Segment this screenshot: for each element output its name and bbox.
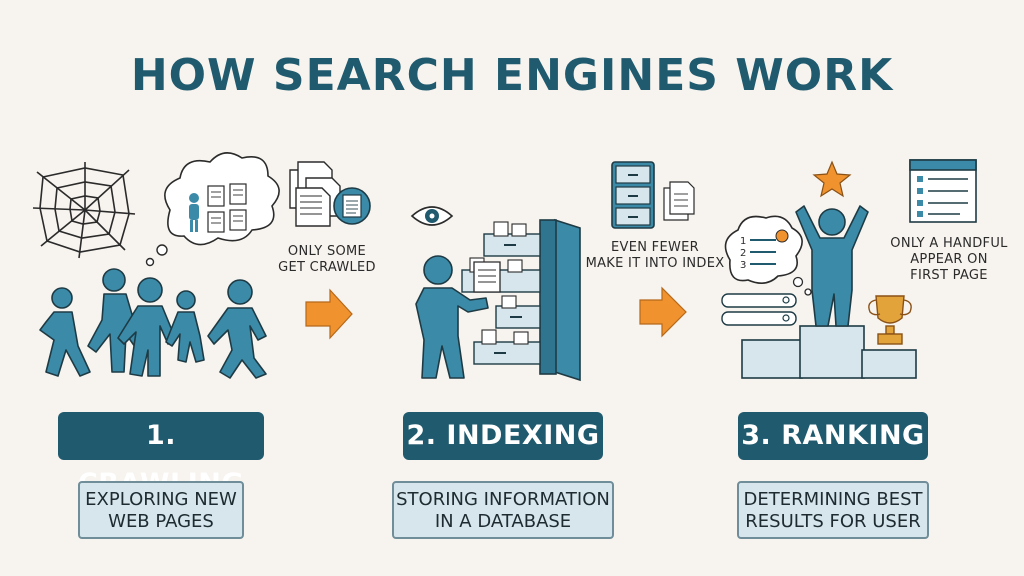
thought-bubble-icon	[145, 152, 280, 267]
rank-number-3: 3	[740, 260, 746, 271]
eye-icon	[410, 206, 454, 226]
filing-cabinet-icon	[461, 218, 581, 382]
winner-figure	[795, 205, 869, 327]
note-indexed: EVEN FEWER MAKE IT INTO INDEX	[580, 240, 730, 272]
note-indexed-line: EVEN FEWER	[611, 240, 699, 255]
note-ranked-line: ONLY A HANDFUL	[890, 236, 1008, 251]
stage-label-crawling: 1. CRAWLING	[58, 412, 264, 499]
stage-label-ranking: 3. RANKING	[738, 412, 928, 460]
arrow-right-icon	[639, 286, 687, 338]
note-ranked-line: APPEAR ON	[910, 252, 988, 267]
note-crawled-line: ONLY SOME	[287, 244, 367, 259]
small-cabinet-icon	[611, 161, 695, 229]
crawler-figures	[39, 268, 267, 379]
stage-desc-indexing: STORING INFORMATION IN A DATABASE	[392, 481, 614, 539]
rank-number-1: 1	[740, 236, 746, 247]
stage-desc-line: EXPLORING NEW	[85, 489, 237, 510]
note-ranked: ONLY A HANDFUL APPEAR ON FIRST PAGE	[884, 236, 1014, 284]
browser-window-icon	[909, 159, 977, 223]
note-crawled: ONLY SOME GET CRAWLED	[272, 244, 382, 276]
trophy-icon	[868, 295, 912, 345]
spider-web-icon	[32, 162, 136, 259]
stage-desc-line: STORING INFORMATION	[396, 489, 610, 510]
stage-desc-line: RESULTS FOR USER	[745, 511, 921, 532]
stage-desc-line: DETERMINING BEST	[743, 489, 923, 510]
stage-label-indexing: 2. INDEXING	[403, 412, 603, 460]
note-indexed-line: MAKE IT INTO INDEX	[585, 256, 725, 271]
stage-desc-crawling: EXPLORING NEW WEB PAGES	[78, 481, 244, 539]
search-bar-icon	[721, 293, 797, 326]
stage-desc-ranking: DETERMINING BEST RESULTS FOR USER	[737, 481, 929, 539]
note-ranked-line: FIRST PAGE	[910, 268, 988, 283]
arrow-right-icon	[305, 288, 353, 340]
podium	[741, 325, 917, 379]
stage-desc-line: IN A DATABASE	[434, 511, 572, 532]
star-icon	[812, 160, 852, 198]
rank-number-2: 2	[740, 248, 746, 259]
note-crawled-line: GET CRAWLED	[278, 260, 376, 275]
indexer-figure	[415, 255, 489, 379]
ranking-thought-bubble: 1 2 3	[724, 215, 812, 296]
stage-desc-line: WEB PAGES	[108, 511, 214, 532]
document-stack-icon	[289, 161, 371, 227]
page-title: HOW SEARCH ENGINES WORK	[130, 50, 894, 101]
